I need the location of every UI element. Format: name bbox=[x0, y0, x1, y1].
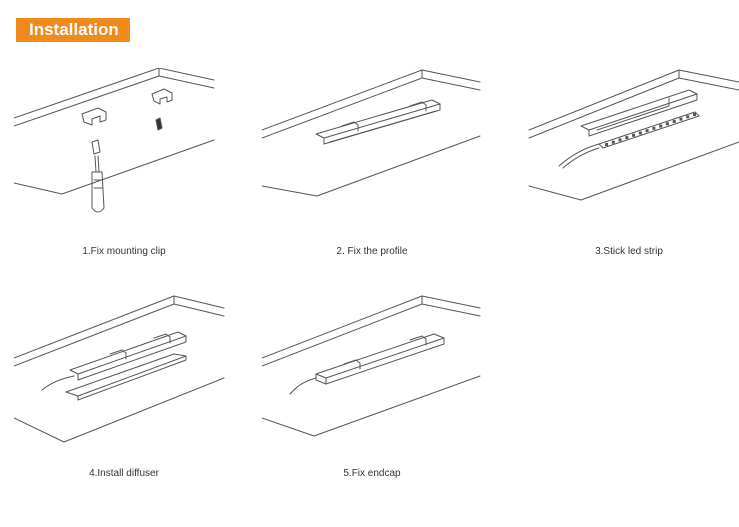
led-chip bbox=[652, 126, 656, 130]
step-3-caption: 3.Stick led strip bbox=[595, 246, 663, 257]
led-chip bbox=[638, 131, 642, 135]
step-3-illustration bbox=[528, 69, 739, 201]
led-chip bbox=[679, 117, 683, 121]
step-1-caption: 1.Fix mounting clip bbox=[82, 246, 166, 257]
step-3-stick-led-strip: 3.Stick led strip bbox=[519, 68, 739, 268]
led-chip bbox=[672, 119, 676, 123]
led-chip bbox=[611, 140, 615, 144]
led-chip bbox=[659, 124, 663, 128]
step-4-illustration bbox=[14, 295, 225, 443]
step-5-fix-endcap: 5.Fix endcap bbox=[262, 290, 482, 490]
step-5-caption: 5.Fix endcap bbox=[343, 468, 401, 479]
led-chip bbox=[693, 113, 696, 116]
section-title: Installation bbox=[29, 20, 119, 39]
step-2-fix-profile: 2. Fix the profile bbox=[262, 68, 482, 268]
led-chip bbox=[605, 143, 608, 146]
step-5-illustration bbox=[262, 295, 481, 437]
led-chip bbox=[665, 122, 669, 126]
step-1-illustration bbox=[14, 68, 215, 213]
step-2-caption: 2. Fix the profile bbox=[336, 246, 408, 257]
led-chip bbox=[686, 115, 690, 119]
led-chip bbox=[632, 133, 636, 137]
section-title-badge: Installation bbox=[16, 18, 130, 42]
step-4-install-diffuser: 4.Install diffuser bbox=[14, 290, 234, 490]
step-1-fix-mounting-clip: 1.Fix mounting clip bbox=[14, 68, 234, 268]
step-2-illustration bbox=[262, 69, 481, 197]
led-chip bbox=[618, 138, 622, 142]
step-4-caption: 4.Install diffuser bbox=[89, 468, 159, 479]
led-chip bbox=[625, 136, 629, 140]
led-chip bbox=[645, 129, 649, 133]
